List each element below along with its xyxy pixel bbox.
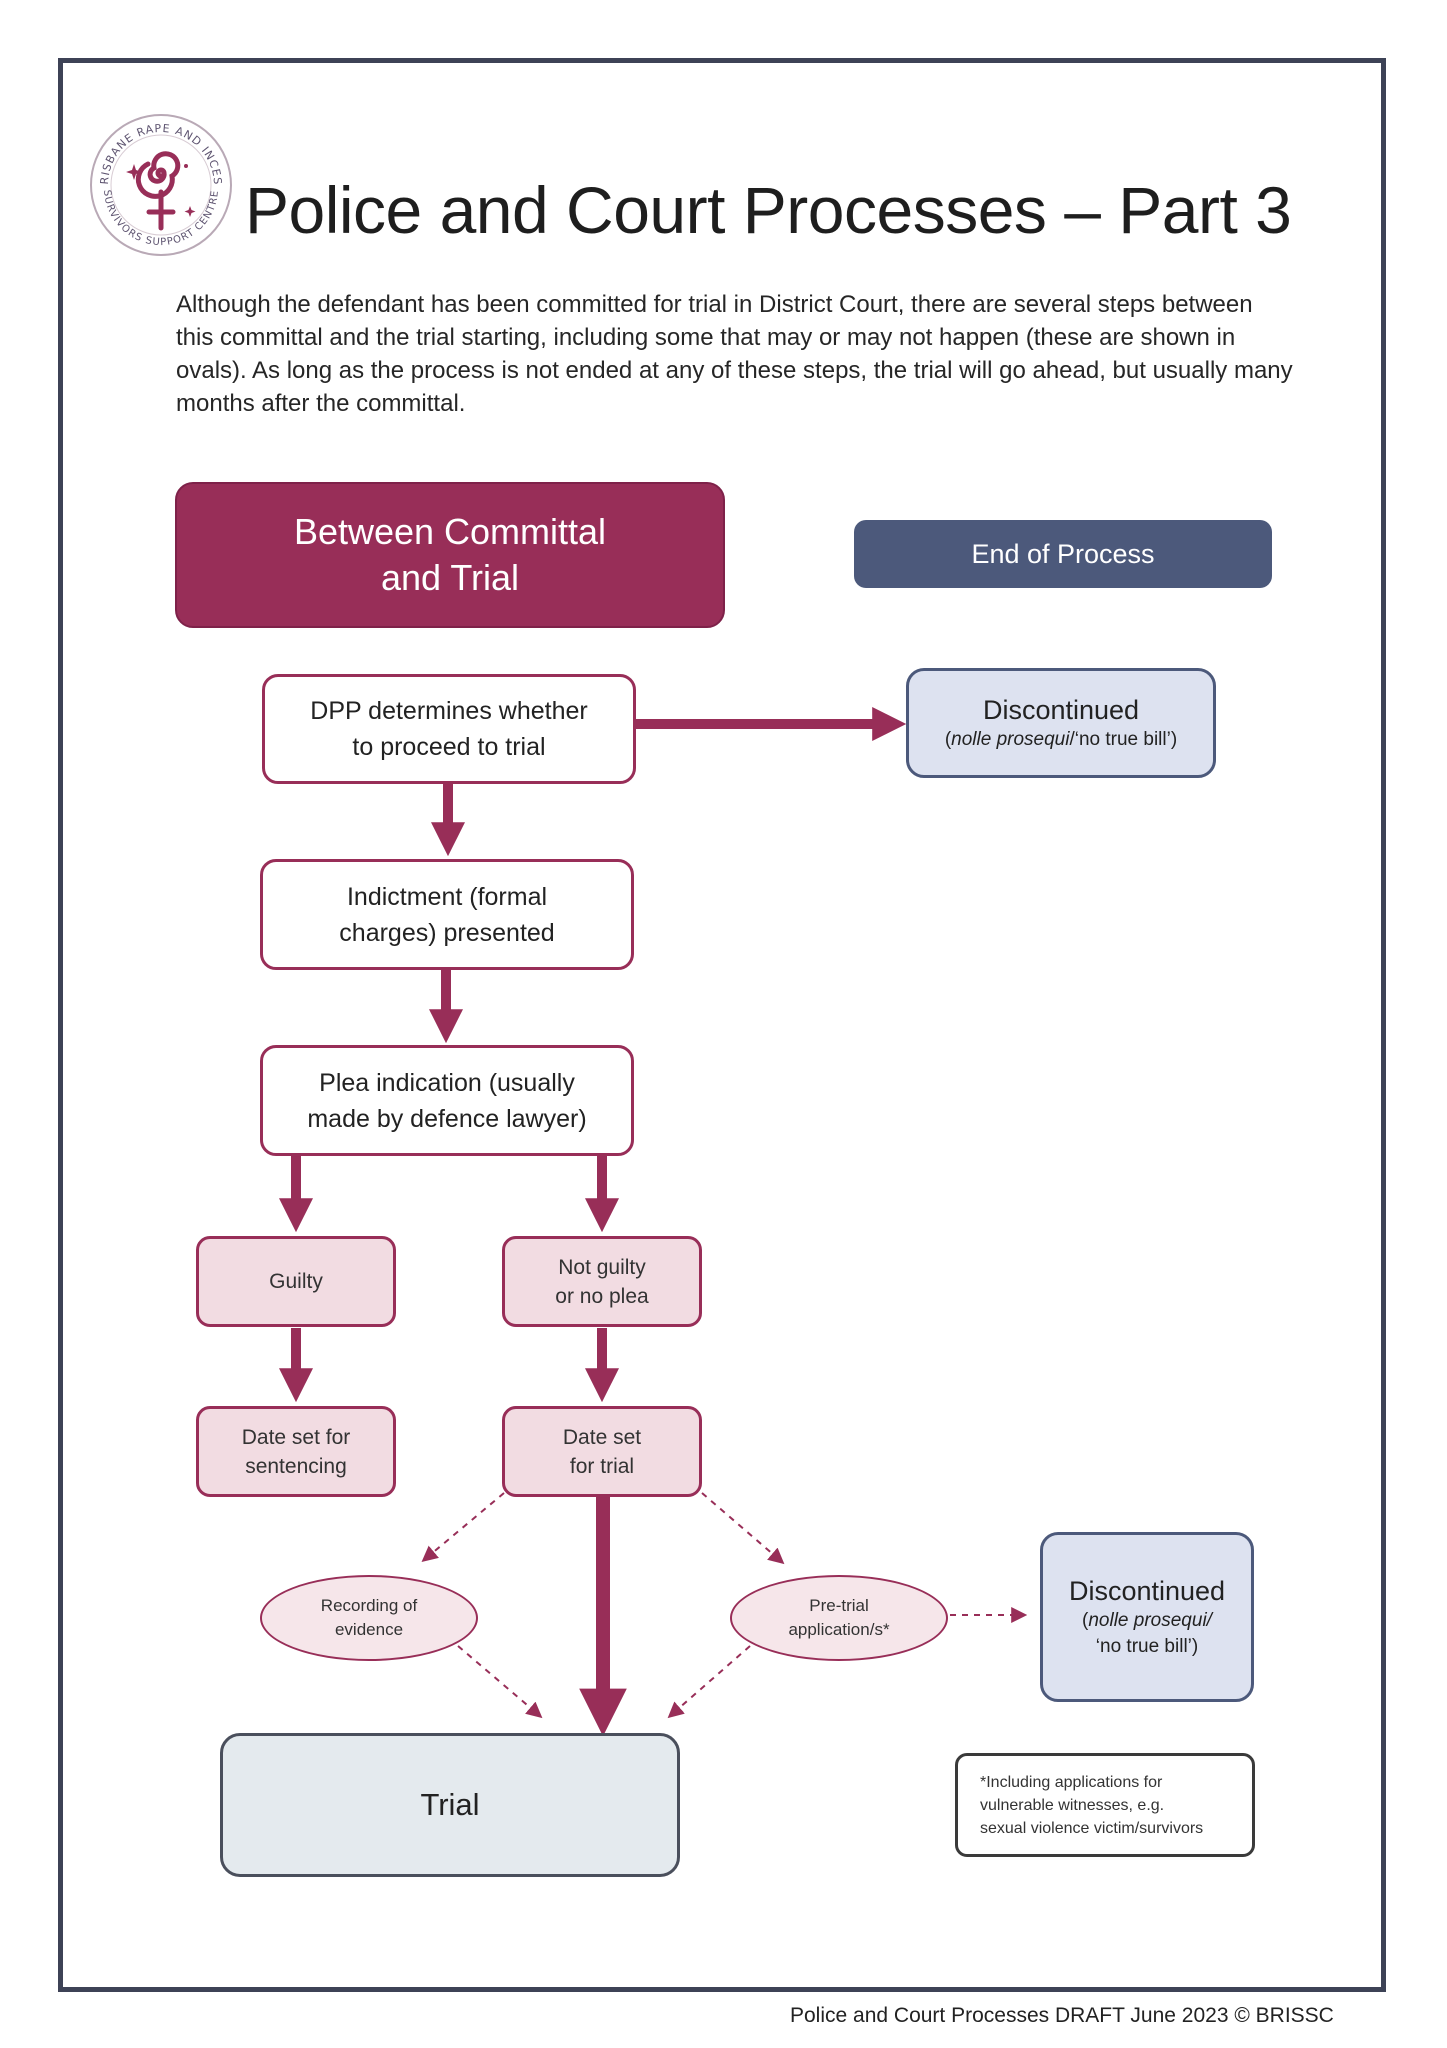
node-trial-date-line1: Date set (562, 1425, 642, 1449)
node-date-trial: Date set for trial (502, 1406, 702, 1497)
node-sentencing-line2: sentencing (245, 1454, 347, 1478)
stage-header-line1: Between Committal (293, 511, 607, 552)
oval-recording-line2: evidence (334, 1620, 404, 1639)
page-frame (58, 58, 1386, 1992)
dashed-trial-date-to-pretrial (701, 1492, 785, 1565)
discontinued-2-sub1: (nolle prosequi/ (1082, 1610, 1212, 1631)
node-guilty: Guilty (196, 1236, 396, 1327)
node-guilty-label: Guilty (269, 1270, 323, 1293)
dashed-recording-to-trial (457, 1645, 543, 1719)
oval-pretrial-line1: Pre-trial (809, 1596, 869, 1615)
node-sentencing-line1: Date set for (241, 1425, 351, 1449)
spiral-venus-icon (126, 151, 196, 231)
node-plea-indication: Plea indication (usually made by defence… (260, 1045, 634, 1156)
oval-pretrial-application: Pre-trial application/s* (730, 1575, 948, 1661)
end-of-process-header: End of Process (854, 520, 1272, 588)
oval-recording-line1: Recording of (320, 1596, 418, 1615)
page-title: Police and Court Processes – Part 3 (245, 173, 1292, 247)
discontinued-2-title: Discontinued (1068, 1576, 1226, 1606)
intro-paragraph: Although the defendant has been committe… (176, 291, 1293, 417)
page-footer: Police and Court Processes DRAFT June 20… (790, 2004, 1334, 2027)
discontinued-1-title: Discontinued (982, 695, 1140, 725)
node-dpp-determines: DPP determines whether to proceed to tri… (262, 674, 636, 784)
dashed-trial-date-to-recording (421, 1492, 505, 1563)
discontinued-box-1: Discontinued (nolle prosequi/‘no true bi… (906, 668, 1216, 778)
node-trial-date-line2: for trial (569, 1454, 635, 1478)
discontinued-box-2: Discontinued (nolle prosequi/ ‘no true b… (1040, 1532, 1254, 1702)
stage-header-line2: and Trial (380, 557, 520, 598)
node-not-guilty: Not guilty or no plea (502, 1236, 702, 1327)
footnote-line1: *Including applications for (980, 1773, 1163, 1791)
footnote-line3: sexual violence victim/survivors (980, 1819, 1204, 1837)
node-dpp-line1: DPP determines whether (310, 697, 588, 725)
node-not-guilty-line2: or no plea (555, 1284, 649, 1308)
node-not-guilty-line1: Not guilty (558, 1255, 646, 1279)
end-of-process-label: End of Process (971, 538, 1155, 569)
stage-header: Between Committal and Trial (175, 482, 725, 628)
discontinued-1-sub: (nolle prosequi/‘no true bill’) (944, 729, 1178, 750)
node-indictment: Indictment (formal charges) presented (260, 859, 634, 970)
node-plea-line2: made by defence lawyer) (307, 1104, 587, 1133)
node-dpp-line2: to proceed to trial (352, 733, 546, 761)
dashed-pretrial-to-trial (667, 1645, 751, 1719)
brissc-logo: BRISBANE RAPE AND INCEST SURVIVORS SUPPO… (86, 110, 232, 256)
node-date-sentencing: Date set for sentencing (196, 1406, 396, 1497)
discontinued-2-sub2: ‘no true bill’) (1095, 1636, 1199, 1657)
footnote-box: *Including applications for vulnerable w… (955, 1753, 1255, 1857)
discontinued-1-rest: /‘no true bill’) (1069, 729, 1178, 750)
node-indictment-line2: charges) presented (339, 918, 555, 947)
oval-pretrial-line2: application/s* (788, 1620, 890, 1639)
node-trial: Trial (220, 1733, 680, 1877)
node-trial-label: Trial (420, 1787, 480, 1822)
node-plea-line1: Plea indication (usually (319, 1068, 575, 1097)
oval-recording-evidence: Recording of evidence (260, 1575, 478, 1661)
node-indictment-line1: Indictment (formal (346, 882, 548, 911)
discontinued-2-italic: nolle prosequi/ (1088, 1610, 1212, 1631)
footnote-line2: vulnerable witnesses, e.g. (980, 1796, 1165, 1814)
discontinued-1-italic: nolle prosequi (951, 729, 1070, 750)
